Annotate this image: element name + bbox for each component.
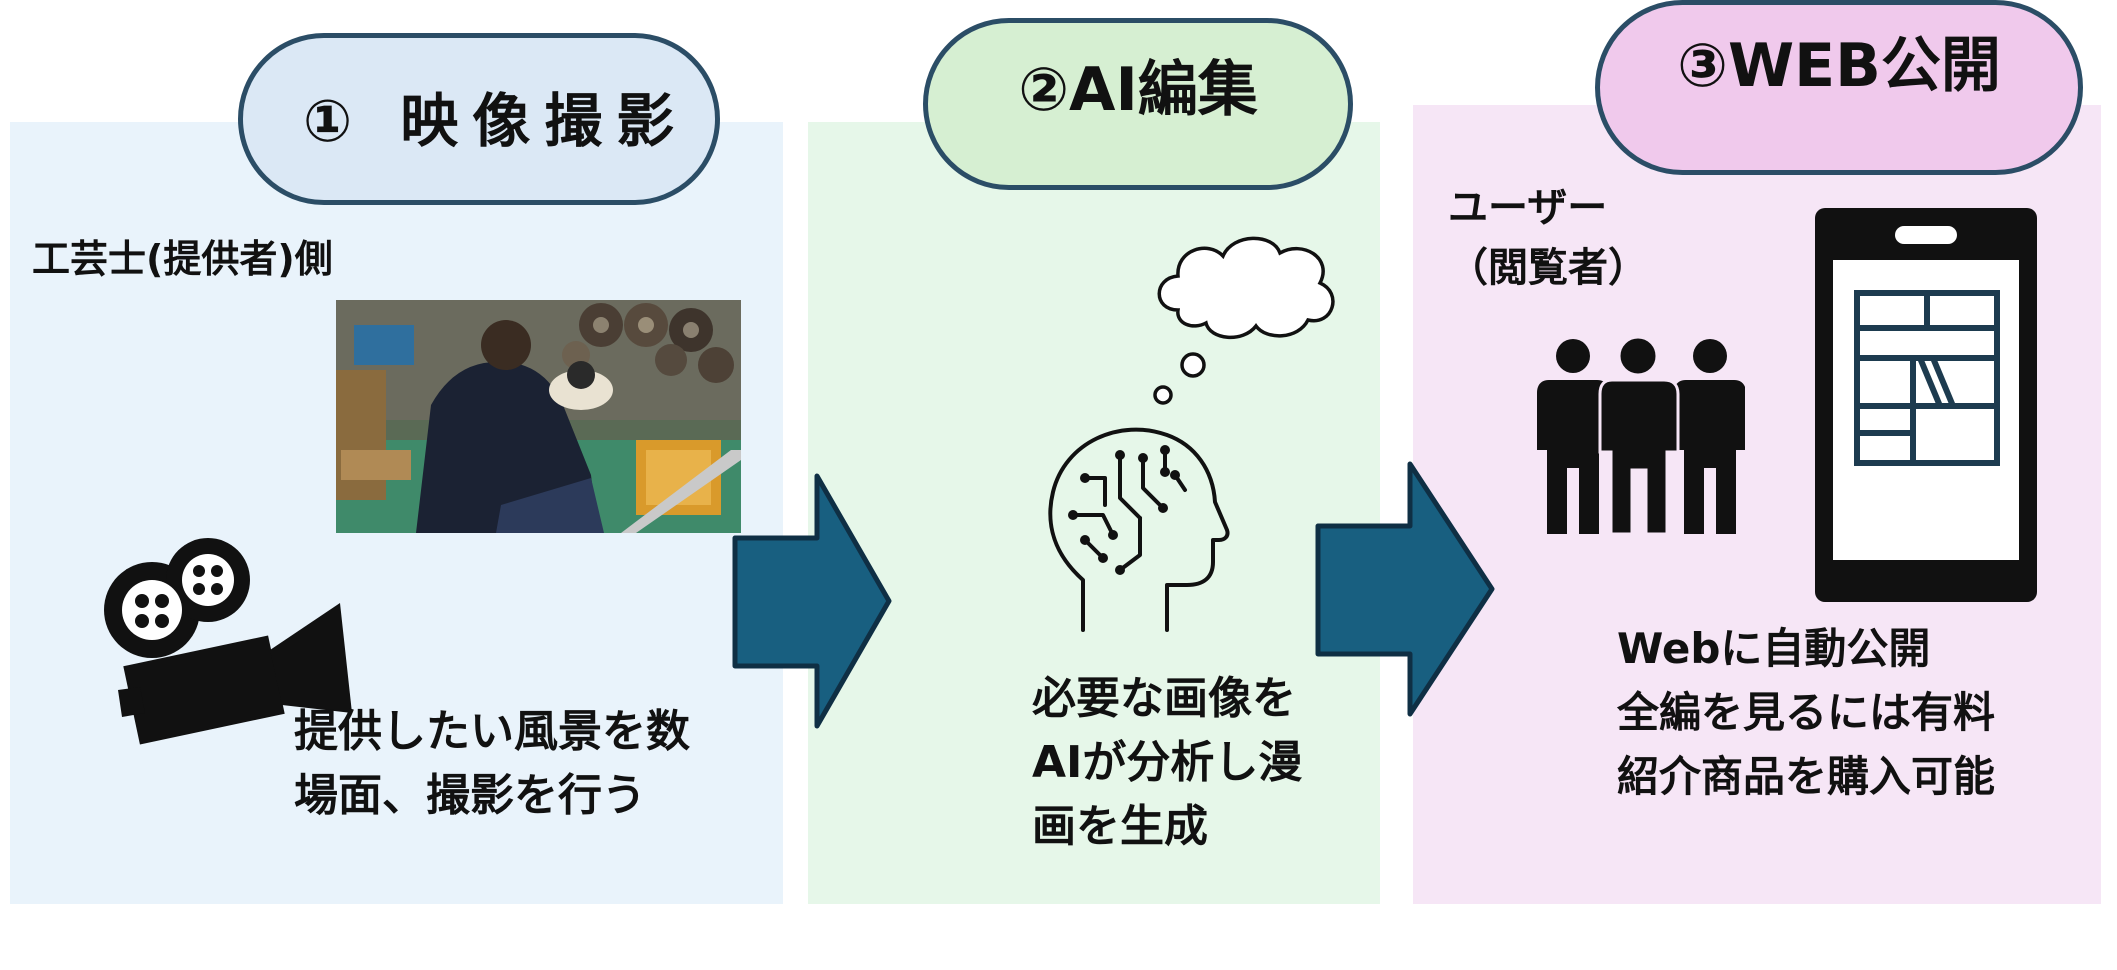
step3-description: Webに自動公開 全編を見るには有料 紹介商品を購入可能 — [1617, 624, 1996, 801]
step1-title: ① 映像撮影 — [238, 33, 720, 205]
users-icon — [1537, 338, 1745, 534]
video-camera-icon — [104, 538, 352, 745]
step2-description: 必要な画像を AIが分析し漫 画を生成 — [1032, 673, 1303, 852]
provider-label: 工芸士(提供者)側 — [32, 237, 333, 281]
thought-cloud-icon — [1153, 236, 1335, 405]
step1-description: 提供したい風景を数 場面、撮影を行う — [294, 706, 690, 821]
workshop-photo — [336, 300, 741, 533]
smartphone-icon — [1815, 208, 2037, 602]
arrow-right-icon — [1315, 461, 1495, 717]
ai-head-icon — [1048, 427, 1230, 632]
step3-title: ③WEB公開 — [1595, 0, 2083, 175]
arrow-right-icon — [732, 473, 892, 729]
user-label: ユーザー （閲覧者） — [1448, 185, 1648, 291]
step2-title: ②AI編集 — [923, 18, 1353, 190]
